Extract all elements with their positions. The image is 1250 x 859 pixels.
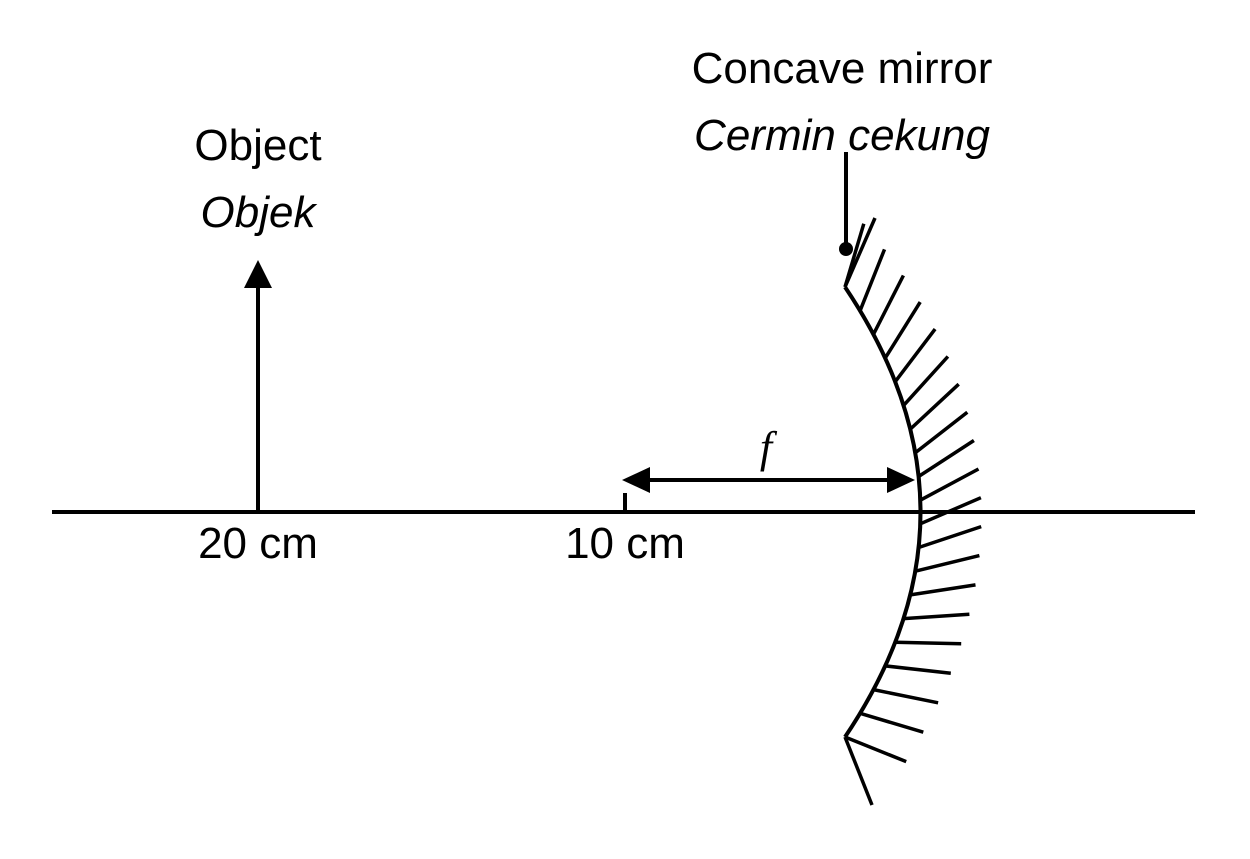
hatch-mark [917,439,975,478]
hatch-mark [858,248,887,312]
concave-mirror [843,285,923,739]
focal-length-symbol: f [760,423,778,472]
hatch-mark [843,217,877,288]
hatch-mark [914,410,969,455]
hatch-mark [883,301,922,360]
hatch-mark [910,583,976,597]
hatch-mark [914,553,980,573]
hatch-mark [871,274,905,336]
hatch-mark [843,736,874,806]
hatch-mark [873,687,939,705]
mirror-hatching [843,217,982,806]
hatch-mark [893,328,937,383]
hatch-mark [918,524,982,550]
mirror-label-malay: Cermin cekung [694,111,990,160]
hatch-mark [885,664,951,675]
hatch-mark [895,640,962,646]
mirror-label-pointer [839,152,853,256]
object-arrow [244,260,272,512]
object-distance-label: 20 cm [198,519,318,568]
object-label: Object [194,121,321,170]
object-label-malay: Objek [201,188,318,237]
hatch-mark [844,735,907,764]
hatch-mark [859,711,924,734]
hatch-mark [909,382,960,431]
focal-point-label: 10 cm [565,519,685,568]
focal-length-arrow [622,467,915,493]
hatch-mark [919,496,982,526]
mirror-label: Concave mirror [692,44,993,93]
hatch-mark [919,467,980,502]
hatch-mark [903,612,970,621]
hatch-mark [902,355,950,407]
